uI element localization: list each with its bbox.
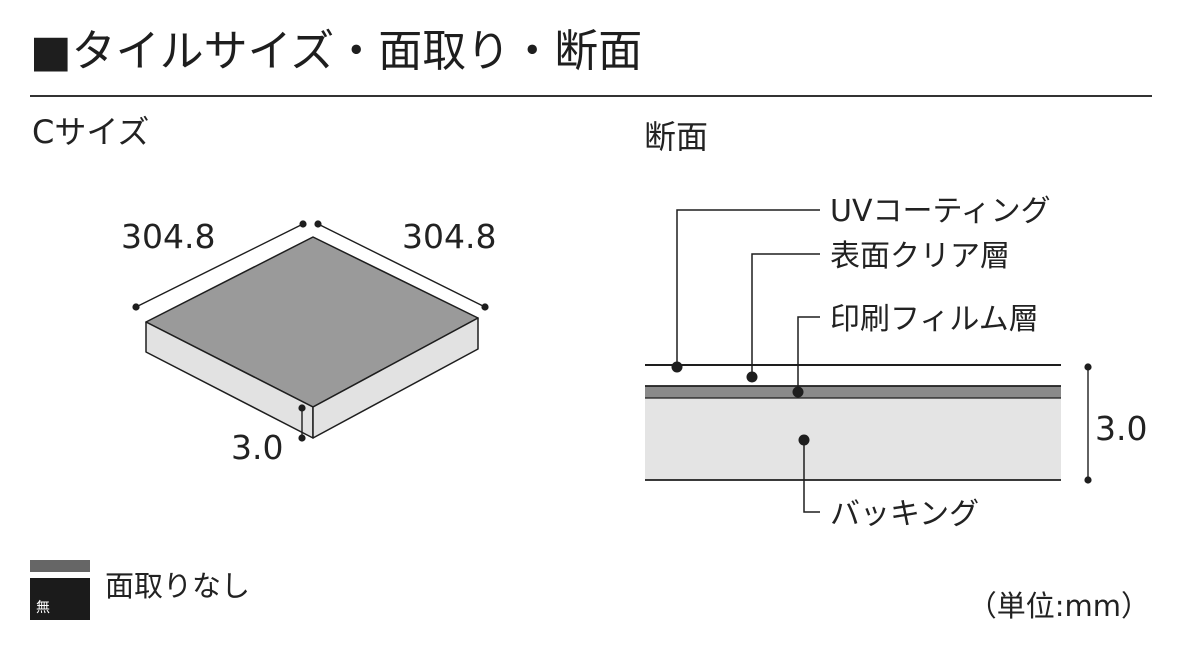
section-thickness-label: 3.0 — [1095, 409, 1147, 448]
backing-layer — [645, 398, 1061, 480]
tile-right-side-face — [312, 317, 479, 439]
dimension-dot — [132, 303, 140, 311]
dimension-dot — [298, 404, 306, 412]
tile-isometric — [145, 236, 479, 439]
backing-leader — [803, 440, 820, 513]
uv-coating-dot — [671, 361, 683, 373]
clear-layer-dot — [746, 371, 758, 383]
unit-note: （単位:mm） — [967, 589, 1150, 623]
legend-swatch — [30, 578, 90, 620]
dimension-dot — [1084, 476, 1092, 484]
width-dimension-line — [135, 223, 304, 308]
thickness-dimension-label: 3.0 — [231, 428, 283, 467]
print-film-label: 印刷フィルム層 — [830, 302, 1039, 337]
width-dimension-label: 304.8 — [121, 217, 215, 256]
legend-swatch-band — [30, 560, 90, 572]
tile-dimension-lines — [135, 223, 486, 438]
page-title: ■タイルサイズ・面取り・断面 — [30, 26, 643, 77]
tile-top-face — [145, 236, 479, 408]
dimension-dot — [299, 220, 307, 228]
backing-label: バッキング — [830, 497, 979, 532]
cross-section-leaders — [676, 209, 820, 513]
title-divider — [30, 95, 1152, 97]
uv-coating-leader — [676, 209, 820, 367]
depth-dimension-label: 304.8 — [402, 217, 496, 256]
cross-section-leader-dots — [671, 361, 810, 446]
uv-coating-label: UVコーティング — [830, 194, 1051, 229]
backing-dot — [798, 434, 810, 446]
print-film-dot — [792, 386, 804, 398]
depth-dimension-line — [317, 223, 486, 308]
legend-label: 面取りなし — [105, 569, 251, 603]
legend-swatch-text: 無 — [36, 600, 50, 616]
cross-section-label: 断面 — [644, 118, 709, 156]
print-film-leader — [797, 316, 820, 392]
dimension-dot — [1084, 363, 1092, 371]
clear-layer-label: 表面クリア層 — [830, 239, 1010, 274]
dimension-dot — [481, 303, 489, 311]
tile-dimension-dots — [132, 220, 489, 442]
dimension-dot — [298, 434, 306, 442]
cross-section — [645, 364, 1061, 481]
clear-layer-leader — [751, 253, 820, 377]
print-film-layer — [645, 386, 1061, 398]
dimension-dot — [314, 220, 322, 228]
section-thickness-dimension: 3.0 — [1084, 363, 1147, 484]
size-section-label: Cサイズ — [32, 113, 150, 151]
